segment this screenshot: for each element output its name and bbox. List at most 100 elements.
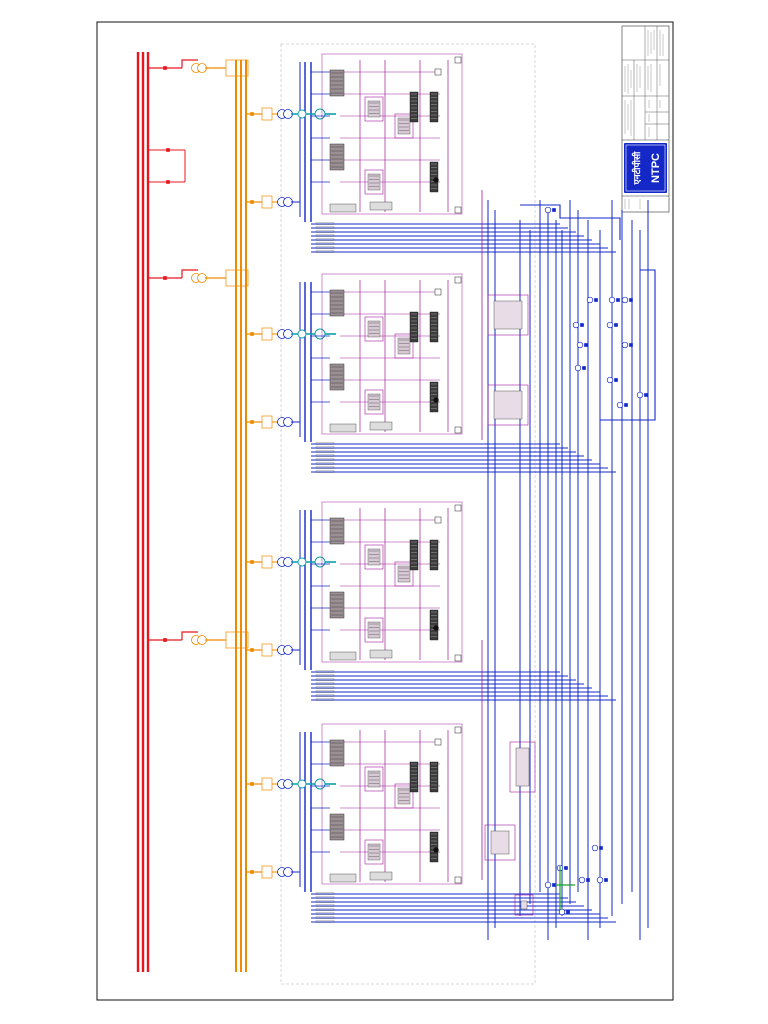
generator-symbol [314,108,326,120]
lv-breaker-symbol [564,866,568,870]
earthing-symbol [433,397,439,403]
lv-breaker-symbol [629,298,633,302]
mcc-cubicle [397,337,411,355]
lv-breaker-symbol [594,298,598,302]
mcc-block [364,617,384,643]
earthing-symbol [433,847,439,853]
mcc-cubicle [367,100,381,118]
station-transformer-symbol [191,635,207,645]
lv-breaker-symbol [566,910,570,914]
earthing-symbol [433,177,439,183]
busbar-node [454,726,462,734]
unit-transformer-symbol [277,557,293,567]
mv-feeder-breaker [250,560,254,564]
station-transformer-symbol [191,63,207,73]
feeder-tag [315,690,335,693]
lv-interconnect-network [481,190,656,940]
busbar-node [454,654,462,662]
generator-aux-symbol [297,329,307,339]
mv-switchgear-box [225,59,249,77]
lv-tie-conductor [600,269,656,421]
control-panel-frame [321,723,463,885]
lv-isolator-symbol [576,341,584,349]
feeder-tag [315,238,335,241]
unit-area-boundary [280,43,536,985]
mv-bus-group [235,60,247,972]
generator-symbol [314,556,326,568]
unit-blocks [246,53,616,923]
lv-isolator-symbol [574,364,582,372]
lv-isolator-symbol [606,376,614,384]
busbar-node [454,876,462,884]
mcc-cubicle [367,621,381,639]
feeder-tag [315,682,335,685]
switchboard-column [429,91,439,123]
feeder-tag [315,904,335,907]
lv-isolator-symbol [621,341,629,349]
feeder-tag [315,466,335,469]
generator-aux-symbol [297,109,307,119]
mcc-cubicle [367,843,381,861]
feeder-tag [315,908,335,911]
earthing-symbol [433,625,439,631]
auxiliary-panel-inner [520,900,528,910]
feeder-tag [315,446,335,449]
mv-feeder-breaker [250,112,254,116]
hv-bay-conductor [181,59,198,68]
generator-symbol [314,778,326,790]
feeder-tag [315,222,335,225]
drawing-frame [96,21,674,1001]
mcc-block [394,333,414,359]
lv-isolator-symbol [621,296,629,304]
feeder-tag [315,458,335,461]
switchboard-column [409,311,419,343]
mcc-block [364,766,384,792]
lv-breaker-symbol [624,403,628,407]
mcc-block [364,544,384,570]
lv-isolator-symbol [586,296,594,304]
unit-transformer-symbol [277,197,293,207]
mv-feeder-breaker [250,648,254,652]
drive-panel-box [329,69,345,97]
drive-panel-box [329,739,345,767]
feeder-tag [315,246,335,249]
feeder-tag [315,462,335,465]
mv-feeder-breaker [250,200,254,204]
lv-breaker-symbol [604,878,608,882]
lv-isolator-symbol [544,206,552,214]
equipment-label-strip [329,423,357,433]
auxiliary-panel-inner [493,300,523,330]
switchboard-column [429,831,439,863]
feeder-tag [315,242,335,245]
generator-aux-symbol [297,779,307,789]
drive-panel-box [329,591,345,619]
hv-bus-group [136,52,150,972]
busbar-node [454,206,462,214]
mv-cubicle-box [261,865,273,879]
mcc-cubicle [367,548,381,566]
auxiliary-panel-box [514,894,534,916]
mv-cubicle-box [261,555,273,569]
lv-isolator-symbol [596,876,604,884]
auxiliary-panel-box [484,824,516,861]
drive-panel-box [329,143,345,171]
feeder-tag [315,892,335,895]
feeder-tag [315,226,335,229]
feeder-tag [315,900,335,903]
switchboard-column [429,311,439,343]
auxiliary-panel-box [487,384,529,426]
mcc-block [394,561,414,587]
mv-cubicle-box [261,415,273,429]
mv-feeder-breaker [250,870,254,874]
busbar-node [434,288,442,296]
busbar-node [454,56,462,64]
lv-isolator-symbol [608,296,616,304]
equipment-label-strip [369,421,393,431]
feeder-tag [315,916,335,919]
feeder-tag [315,250,335,253]
drive-panel-box [329,813,345,841]
unit-transformer-symbol [277,109,293,119]
busbar-node [454,504,462,512]
unit-transformer-symbol [277,417,293,427]
